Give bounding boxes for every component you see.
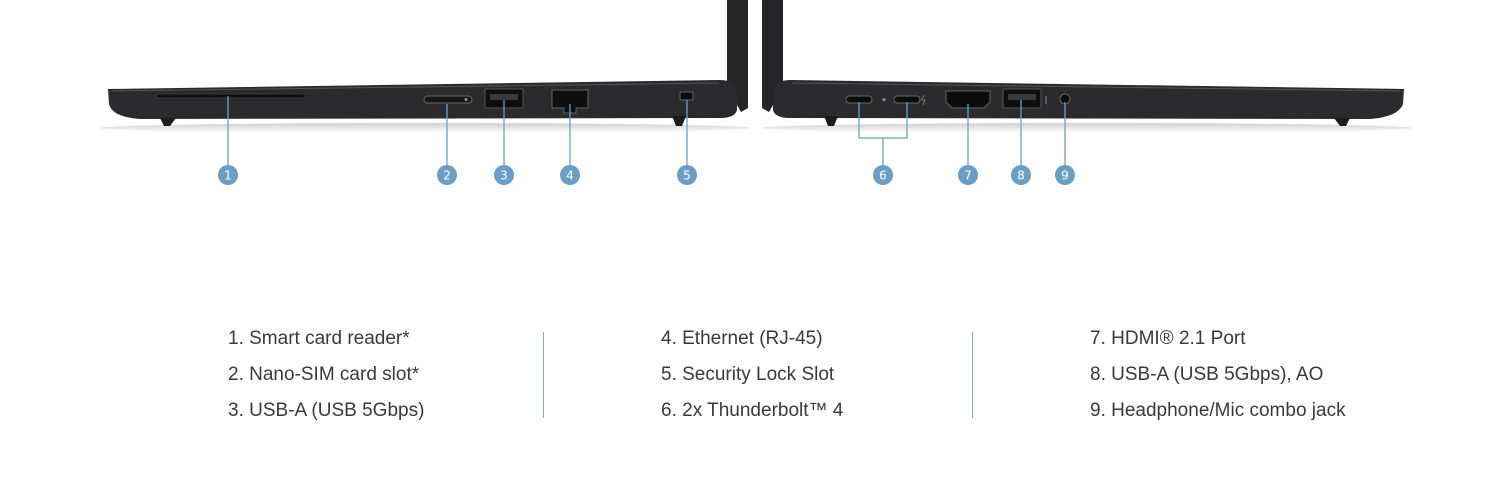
marker-circle — [677, 165, 697, 185]
marker-circle — [1055, 165, 1075, 185]
legend-column-1: 1. Smart card reader* 2. Nano-SIM card s… — [228, 325, 424, 433]
marker-circle — [437, 165, 457, 185]
marker-circle — [494, 165, 514, 185]
usb-a-tongue-left — [490, 94, 518, 100]
marker-5: 5 — [677, 165, 697, 185]
right-edge-highlight — [791, 82, 1401, 92]
marker-circle — [958, 165, 978, 185]
leader-lines — [227, 96, 1066, 166]
marker-circle — [218, 165, 238, 185]
thunderbolt-port-1 — [845, 95, 873, 104]
smart-card-reader-port — [155, 93, 307, 99]
laptop-side-views-diagram: 1 2 3 4 5 6 7 8 9 — [100, 0, 1412, 185]
left-chassis — [108, 80, 737, 119]
left-foot-rear — [672, 116, 686, 126]
marker-4: 4 — [560, 165, 580, 185]
legend-item-9: 9. Headphone/Mic combo jack — [1090, 400, 1346, 421]
marker-label: 4 — [566, 169, 574, 183]
hdmi-port — [945, 90, 991, 109]
right-foot-rear — [824, 116, 838, 126]
marker-circle — [560, 165, 580, 185]
marker-7: 7 — [958, 165, 978, 185]
marker-2: 2 — [437, 165, 457, 185]
legend-item-5: 5. Security Lock Slot — [661, 364, 835, 385]
ethernet-port — [551, 89, 589, 114]
marker-8: 8 — [1011, 165, 1031, 185]
legend-item-3: 3. USB-A (USB 5Gbps) — [228, 400, 425, 421]
marker-1: 1 — [218, 165, 238, 185]
left-edge-highlight — [111, 82, 719, 92]
marker-label: 1 — [224, 169, 232, 183]
thunderbolt-port-2 — [893, 95, 921, 104]
marker-circle — [873, 165, 893, 185]
thunderbolt-icon — [921, 94, 926, 106]
marker-label: 6 — [879, 169, 887, 183]
marker-label: 2 — [443, 169, 451, 183]
right-foot-front — [1334, 118, 1350, 126]
usb-a-tongue-right — [1008, 94, 1036, 100]
marker-6: 6 — [873, 165, 893, 185]
marker-label: 8 — [1017, 169, 1025, 183]
legend-column-3: 7. HDMI® 2.1 Port 8. USB-A (USB 5Gbps), … — [1090, 325, 1346, 433]
security-lock-slot — [679, 91, 694, 101]
left-shadow — [100, 123, 750, 133]
marker-circle — [1011, 165, 1031, 185]
left-foot-front — [160, 118, 176, 126]
legend-item-8: 8. USB-A (USB 5Gbps), AO — [1090, 364, 1324, 385]
legend-divider-1 — [543, 332, 544, 418]
legend-divider-2 — [972, 332, 973, 418]
right-shadow — [762, 123, 1412, 133]
marker-label: 7 — [964, 169, 972, 183]
legend-item-7: 7. HDMI® 2.1 Port — [1090, 328, 1246, 349]
legend-column-2: 4. Ethernet (RJ-45) 5. Security Lock Slo… — [661, 325, 843, 433]
legend-item-4: 4. Ethernet (RJ-45) — [661, 328, 823, 349]
marker-label: 3 — [500, 169, 508, 183]
marker-3: 3 — [494, 165, 514, 185]
sim-eject-pin — [464, 98, 468, 101]
left-side-view — [100, 0, 750, 133]
nano-sim-slot-port — [423, 95, 473, 104]
marker-label: 5 — [683, 169, 691, 183]
right-chassis — [773, 80, 1404, 119]
marker-label: 9 — [1061, 169, 1069, 183]
leader-line-6 — [858, 102, 908, 166]
status-led — [882, 97, 886, 102]
right-side-view — [762, 0, 1412, 133]
marker-9: 9 — [1055, 165, 1075, 185]
legend-item-1: 1. Smart card reader* — [228, 328, 410, 349]
legend-item-6: 6. 2x Thunderbolt™ 4 — [661, 400, 844, 421]
legend-item-2: 2. Nano-SIM card slot* — [228, 364, 420, 385]
